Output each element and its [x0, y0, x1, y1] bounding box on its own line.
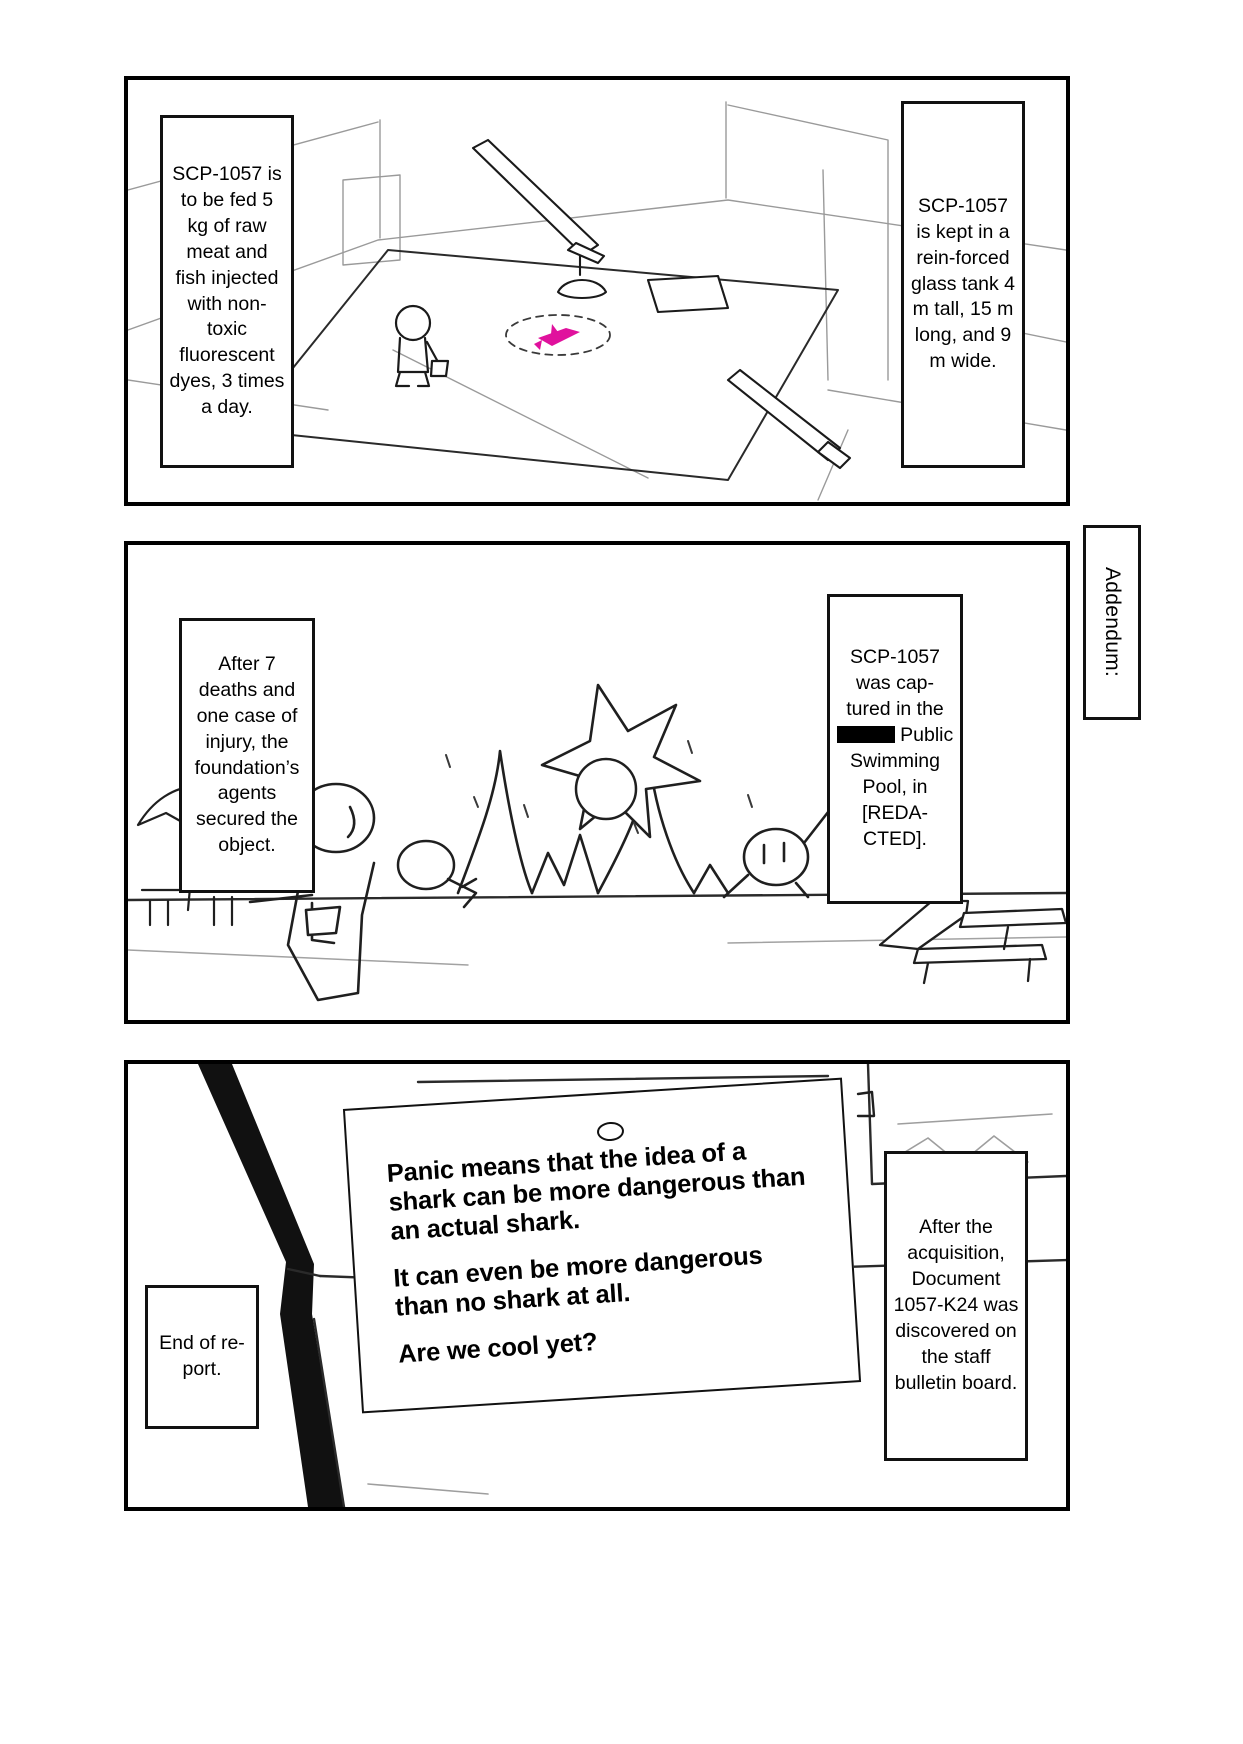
wall-corner-shadow	[198, 1064, 344, 1507]
caption-end-text: End of re-port.	[159, 1332, 245, 1380]
swimmer-right	[722, 805, 846, 899]
caption-captured-part-1: SCP-1057 was cap-tured in the	[846, 646, 944, 721]
caption-document-discovery: After the acquisition, Document 1057-K24…	[884, 1151, 1028, 1461]
swimmer-left	[396, 839, 478, 909]
caption-captured-text: SCP-1057 was cap-tured in the Public Swi…	[836, 645, 954, 852]
caption-tank-text: SCP-1057 is kept in a rein-forced glass …	[910, 194, 1016, 373]
caption-feeding-procedure: SCP-1057 is to be fed 5 kg of raw meat a…	[160, 115, 294, 468]
caption-tank-dimensions: SCP-1057 is kept in a rein-forced glass …	[901, 101, 1025, 468]
caption-captured-part-2: Public Swimming Pool, in [REDA-CTED].	[850, 724, 954, 850]
caption-addendum-tab: Addendum:	[1083, 525, 1141, 720]
caption-feeding-text: SCP-1057 is to be fed 5 kg of raw meat a…	[169, 162, 285, 419]
deck-chairs	[878, 899, 1066, 985]
redaction-bar	[836, 726, 895, 744]
beach-ball	[574, 757, 638, 821]
splash-burst	[540, 683, 702, 839]
poster-line-2: It can even be more dangerous than no sh…	[392, 1241, 764, 1322]
creature-scp-1057	[534, 324, 580, 350]
running-figure	[248, 782, 376, 1002]
caption-end-of-report: End of re-port.	[145, 1285, 259, 1429]
caption-agent-securing: After 7 deaths and one case of injury, t…	[179, 618, 315, 893]
poster-line-3: Are we cool yet?	[397, 1328, 599, 1369]
caption-deaths-text: After 7 deaths and one case of injury, t…	[194, 652, 300, 857]
addendum-label: Addendum:	[1101, 567, 1124, 678]
caption-capture-location: SCP-1057 was cap-tured in the Public Swi…	[827, 594, 963, 904]
caption-document-text: After the acquisition, Document 1057-K24…	[893, 1216, 1019, 1394]
bulletin-poster-text: Panic means that the idea of a shark can…	[386, 1134, 820, 1388]
